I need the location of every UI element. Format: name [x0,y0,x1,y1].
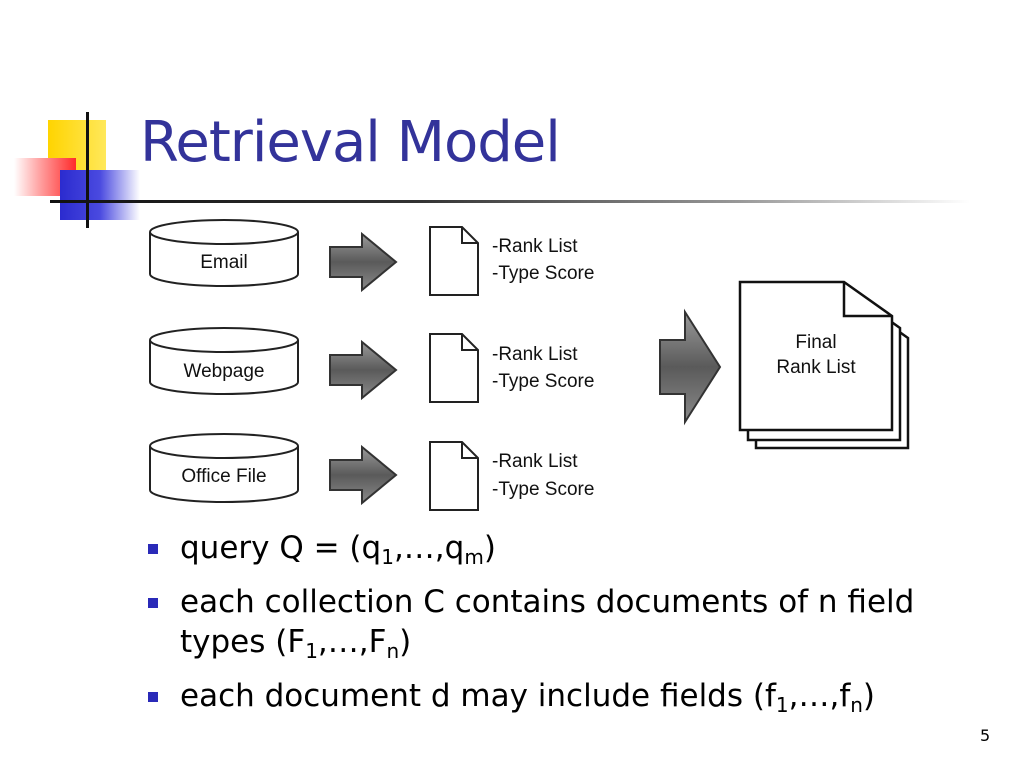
bullet-text: each collection C contains documents of … [180,584,915,660]
bullet-item: query Q = (q1,…,qm) [148,528,988,568]
database-icon [149,327,299,395]
decor-vertical-line [86,112,89,228]
subscript: 1 [381,545,394,569]
subscript: 1 [305,639,318,663]
document-icon [429,333,479,403]
rank-list-label: -Rank List [492,451,578,472]
bullet-text: ) [483,530,496,566]
database-icon [149,219,299,287]
bullet-text: query Q = (q [180,530,382,566]
type-score-label: -Type Score [492,263,594,284]
slide-title: Retrieval Model [140,110,561,175]
collection-label: Webpage [184,361,265,382]
arrow-right-icon [329,339,398,401]
bullet-square-icon [148,598,158,608]
subscript: m [464,545,484,569]
final-label-line2: Rank List [776,357,856,378]
bullet-square-icon [148,692,158,702]
bullet-text: ) [862,678,876,714]
type-score-label: -Type Score [492,479,594,500]
bullet-text: ,…,f [788,678,851,714]
subscript: n [850,693,863,717]
bullet-text: ,…,F [317,624,387,660]
database-icon [149,433,299,503]
decor-blue-square [60,170,140,220]
collection-row-office-file: Office File -Rank List -Type Score [149,433,594,511]
subscript: n [386,639,400,663]
collection-label: Email [200,252,248,273]
document-icon [429,441,479,511]
type-score-label: -Type Score [492,371,594,392]
collection-row-webpage: Webpage -Rank List -Type Score [149,327,594,403]
bullet-text: each document d may include fields (f [180,678,776,714]
subscript: 1 [775,693,789,717]
document-icon [429,226,479,296]
arrow-right-icon [329,231,398,293]
arrow-right-icon [329,444,398,506]
collection-row-email: Email -Rank List -Type Score [149,219,594,296]
bullet-item: each collection C contains documents of … [148,582,988,662]
bullet-item: each document d may include fields (f1,…… [148,676,988,716]
final-label-line1: Final [795,332,836,353]
bullet-text: ,…,q [393,530,465,566]
merge-arrow-icon [659,308,722,426]
title-underline [50,200,970,203]
page-number: 5 [980,726,991,745]
final-rank-list-stack-icon [738,280,910,450]
bullet-square-icon [148,544,158,554]
bullet-list: query Q = (q1,…,qm)each collection C con… [148,528,988,730]
rank-list-label: -Rank List [492,236,578,257]
retrieval-diagram: Email -Rank List -Type Score Webpage -Ra… [149,219,910,511]
collection-label: Office File [181,466,266,487]
bullet-text: ) [399,624,412,660]
rank-list-label: -Rank List [492,344,578,365]
